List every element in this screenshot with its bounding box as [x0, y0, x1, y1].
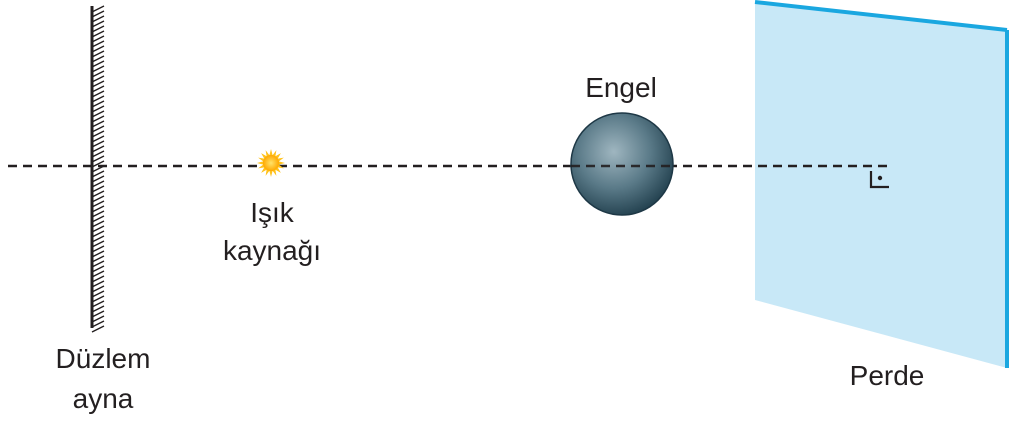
mirror-hatch — [91, 315, 105, 323]
mirror-hatch — [91, 220, 105, 228]
mirror-hatch — [91, 310, 105, 318]
mirror-hatch — [91, 200, 105, 208]
mirror-hatch — [91, 285, 105, 293]
mirror-hatch — [91, 300, 105, 308]
mirror-hatch — [91, 185, 105, 193]
mirror-hatch — [91, 35, 105, 43]
mirror-hatch — [91, 280, 105, 288]
mirror-hatch — [91, 290, 105, 298]
mirror-hatch — [91, 160, 105, 168]
mirror-hatch — [91, 85, 105, 93]
sun-icon — [257, 149, 285, 177]
mirror-hatch — [91, 110, 105, 118]
mirror-hatch — [91, 140, 105, 148]
mirror-hatch — [91, 20, 105, 28]
mirror-hatch — [91, 230, 105, 238]
mirror-hatch — [91, 295, 105, 303]
mirror-hatch — [91, 75, 105, 83]
mirror-hatch — [91, 55, 105, 63]
mirror-hatch — [91, 135, 105, 143]
mirror-hatch — [91, 120, 105, 128]
mirror-hatch — [91, 190, 105, 198]
mirror-hatch — [91, 30, 105, 38]
mirror-hatch — [91, 225, 105, 233]
mirror-hatch — [91, 10, 105, 18]
mirror-hatch — [91, 180, 105, 188]
mirror-hatch — [91, 150, 105, 158]
plane-mirror — [90, 5, 105, 333]
mirror-hatch — [91, 270, 105, 278]
mirror-hatch — [91, 115, 105, 123]
mirror-hatch — [91, 235, 105, 243]
mirror-hatch — [91, 175, 105, 183]
mirror-hatch — [91, 210, 105, 218]
mirror-hatch — [91, 195, 105, 203]
mirror-hatch — [91, 25, 105, 33]
mirror-hatch — [91, 265, 105, 273]
mirror-hatch — [91, 15, 105, 23]
mirror-hatch — [91, 105, 105, 113]
obstacle-sphere — [570, 112, 674, 216]
mirror-hatch — [91, 130, 105, 138]
mirror-hatch — [91, 170, 105, 178]
mirror-hatch — [91, 90, 105, 98]
sun-core — [263, 155, 279, 171]
right-angle-mark-icon — [869, 171, 889, 189]
mirror-hatch — [91, 60, 105, 68]
mirror-hatch — [91, 70, 105, 78]
mirror-hatch — [91, 5, 105, 13]
mirror-hatch — [91, 325, 105, 333]
mirror-hatch — [91, 100, 105, 108]
mirror-hatch — [91, 65, 105, 73]
mirror-hatch — [91, 255, 105, 263]
mirror-hatch — [91, 275, 105, 283]
mirror-hatch — [91, 245, 105, 253]
mirror-hatch — [91, 80, 105, 88]
mirror-hatch — [91, 145, 105, 153]
mirror-hatch — [91, 260, 105, 268]
mirror-hatch — [91, 40, 105, 48]
mirror-label-line2: ayna — [73, 383, 134, 414]
mirror-hatch — [91, 125, 105, 133]
light-source-label-line2: kaynağı — [223, 235, 321, 266]
mirror-hatch — [91, 215, 105, 223]
mirror-hatch — [91, 45, 105, 53]
screen — [754, 0, 1009, 368]
mirror-hatch — [91, 305, 105, 313]
mirror-hatch — [91, 155, 105, 163]
mirror-hatch — [91, 320, 105, 328]
mirror-hatch — [91, 240, 105, 248]
mirror-hatch — [91, 50, 105, 58]
mirror-hatch — [91, 250, 105, 258]
mirror-hatch — [91, 95, 105, 103]
mirror-hatch — [91, 205, 105, 213]
screen-label: Perde — [850, 360, 925, 391]
light-source-label-line1: Işık — [250, 197, 295, 228]
mirror-label-line1: Düzlem — [56, 343, 151, 374]
obstacle-label: Engel — [585, 72, 657, 103]
